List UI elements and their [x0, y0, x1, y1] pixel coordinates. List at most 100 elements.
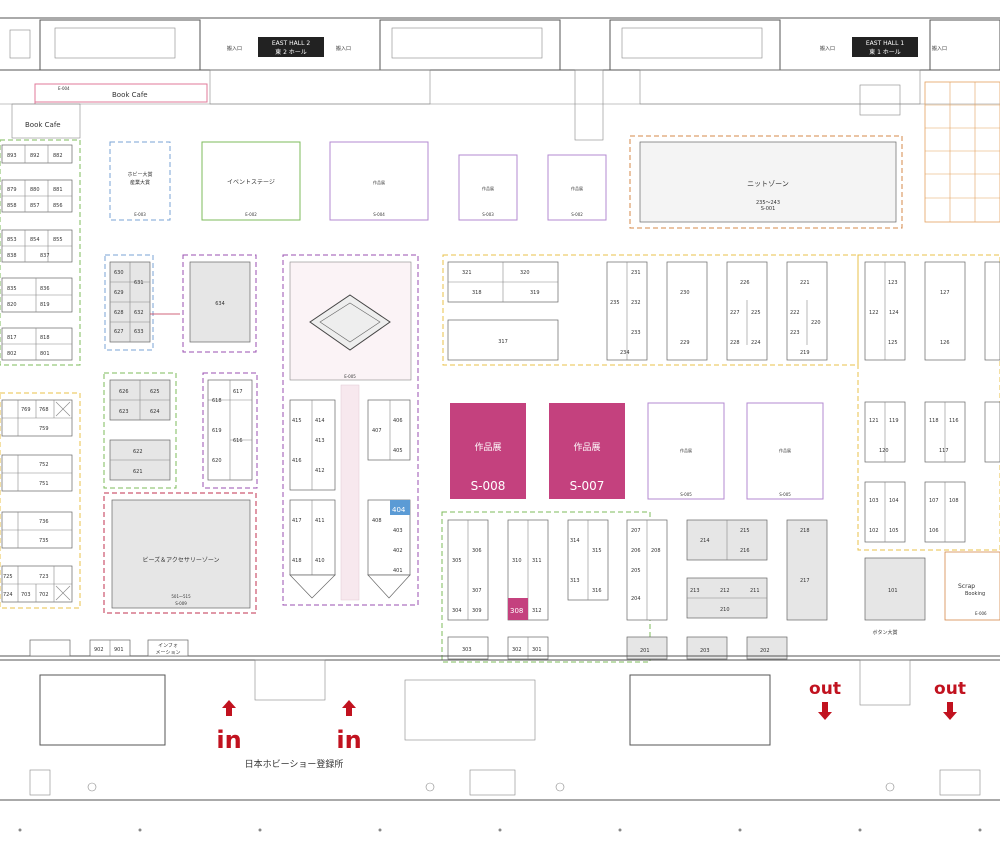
- out-label: out: [934, 679, 966, 699]
- booth-number: 629: [114, 290, 124, 296]
- beads-zone-label: ビーズ＆アクセサリーゾーン: [142, 556, 219, 564]
- booth-number: 414: [315, 418, 325, 424]
- booth-number: 838: [7, 253, 17, 259]
- info-label: インフォ: [158, 643, 178, 649]
- booth-number: 314: [570, 538, 580, 544]
- booth-number: 101: [888, 588, 898, 594]
- booth-cluster-626: 626 625 623 624 622 621: [103, 372, 177, 489]
- works-s008-label: 作品展: [474, 441, 501, 453]
- booth-number: 224: [751, 340, 761, 346]
- booth-number: 225: [751, 310, 761, 316]
- booth-number: 214: [700, 538, 710, 544]
- booth-number: 415: [292, 418, 302, 424]
- booth-cluster-200: 207 206 208 205 204 203 214 215 216 213 …: [626, 519, 828, 660]
- booth-number: 902: [94, 647, 104, 653]
- e006-code: E-006: [975, 611, 987, 616]
- e002-code: E-002: [245, 212, 257, 217]
- knit-zone: ニットゾーン 235～243 S-001: [629, 135, 903, 229]
- booth-number: 702: [39, 592, 49, 598]
- booth-number: 320: [520, 270, 530, 276]
- arrow-down-icon: [818, 702, 832, 720]
- e003-code: E-003: [134, 212, 146, 217]
- entrance-label: 搬入口: [820, 45, 835, 52]
- booth-number: 302: [512, 647, 522, 653]
- booth-number: 125: [888, 340, 898, 346]
- booth-cluster-320: 321 320 318 319 317: [442, 254, 859, 366]
- booth-634: 634: [182, 254, 257, 353]
- booth-number: 820: [7, 302, 17, 308]
- scrap-label: Scrap: [958, 583, 975, 590]
- knit-code: S-001: [761, 206, 776, 212]
- booth-number: 881: [53, 187, 63, 193]
- booth-number: 769: [21, 407, 31, 413]
- booth-number: 417: [292, 518, 302, 524]
- booth-number: 201: [640, 648, 650, 654]
- booth-number: 901: [114, 647, 124, 653]
- booth-number: 303: [462, 647, 472, 653]
- s008-code: S-008: [471, 479, 506, 493]
- booth-number: 231: [631, 270, 641, 276]
- right-top-grid: [924, 81, 1000, 223]
- booth-number: 413: [315, 438, 325, 444]
- booth-number: 319: [530, 290, 540, 296]
- out-label: out: [809, 679, 841, 699]
- works-label: 作品展: [373, 179, 385, 185]
- in-label: in: [336, 726, 361, 754]
- hall-2-en: EAST HALL 2: [272, 40, 310, 47]
- booth-number: 208: [651, 548, 661, 554]
- booth-number: 407: [372, 428, 382, 434]
- booth-number: 403: [393, 528, 403, 534]
- works-s005-a: 作品展 S-005: [647, 402, 725, 500]
- booth-number: 418: [292, 558, 302, 564]
- e004-code: E-004: [58, 86, 70, 91]
- booth-number: 204: [631, 596, 641, 602]
- booth-number: 106: [929, 528, 939, 534]
- booth-number: 127: [940, 290, 950, 296]
- booth-number: 215: [740, 528, 750, 534]
- works-s005-b: 作品展 S-005: [746, 402, 824, 500]
- booth-number: 735: [39, 538, 49, 544]
- works-s007[interactable]: 作品展 S-007: [549, 403, 625, 499]
- hobby-award-area: ホビー大賞 産業大賞 E-003: [109, 141, 171, 221]
- booth-number: 632: [134, 310, 144, 316]
- booth-number: 617: [233, 389, 243, 395]
- booth-number: 634: [215, 301, 225, 307]
- booth-number: 218: [800, 528, 810, 534]
- booth-number: 725: [3, 574, 13, 580]
- entrance-label: 搬入口: [227, 45, 242, 52]
- info-label: メーション: [156, 650, 181, 656]
- booth-number: 202: [760, 648, 770, 654]
- booth-number: 118: [929, 418, 939, 424]
- booth-number: 405: [393, 448, 403, 454]
- booth-number: 123: [888, 280, 898, 286]
- booth-number: 857: [30, 203, 40, 209]
- booth-number: 893: [7, 153, 17, 159]
- registration-label: 日本ホビーショー登録所: [245, 758, 344, 770]
- booth-number: 619: [212, 428, 222, 434]
- booking-label: Booking: [965, 591, 985, 597]
- entrance-in-1: in: [216, 700, 242, 754]
- entrance-in-2: in: [336, 700, 362, 754]
- booth-number: 408: [372, 518, 382, 524]
- booth-number: 232: [631, 300, 641, 306]
- booth-number: 313: [570, 578, 580, 584]
- event-stage: イベントステージ E-002: [201, 141, 301, 221]
- booth-number: 627: [114, 329, 124, 335]
- booth-number: 108: [949, 498, 959, 504]
- booth-number: 310: [512, 558, 522, 564]
- booth-number: 307: [472, 588, 482, 594]
- top-wall: [0, 17, 1000, 141]
- works-s004: 作品展 S-004: [329, 141, 429, 221]
- works-s008[interactable]: 作品展 S-008: [450, 403, 526, 499]
- booth-number: 854: [30, 237, 40, 243]
- s005-code: S-005: [680, 492, 692, 497]
- booth-cluster-400: E-005 415 414 413 416 412 407 406 405 41…: [282, 254, 419, 606]
- beads-zone: ビーズ＆アクセサリーゾーン 501～515 S-009: [103, 492, 257, 614]
- booth-number: 203: [700, 648, 710, 654]
- arrow-up-icon: [342, 700, 356, 716]
- beads-code: 501～515: [171, 594, 191, 599]
- booth-number: 621: [133, 469, 143, 475]
- bottom-markers: [18, 828, 982, 832]
- booth-number: 121: [869, 418, 879, 424]
